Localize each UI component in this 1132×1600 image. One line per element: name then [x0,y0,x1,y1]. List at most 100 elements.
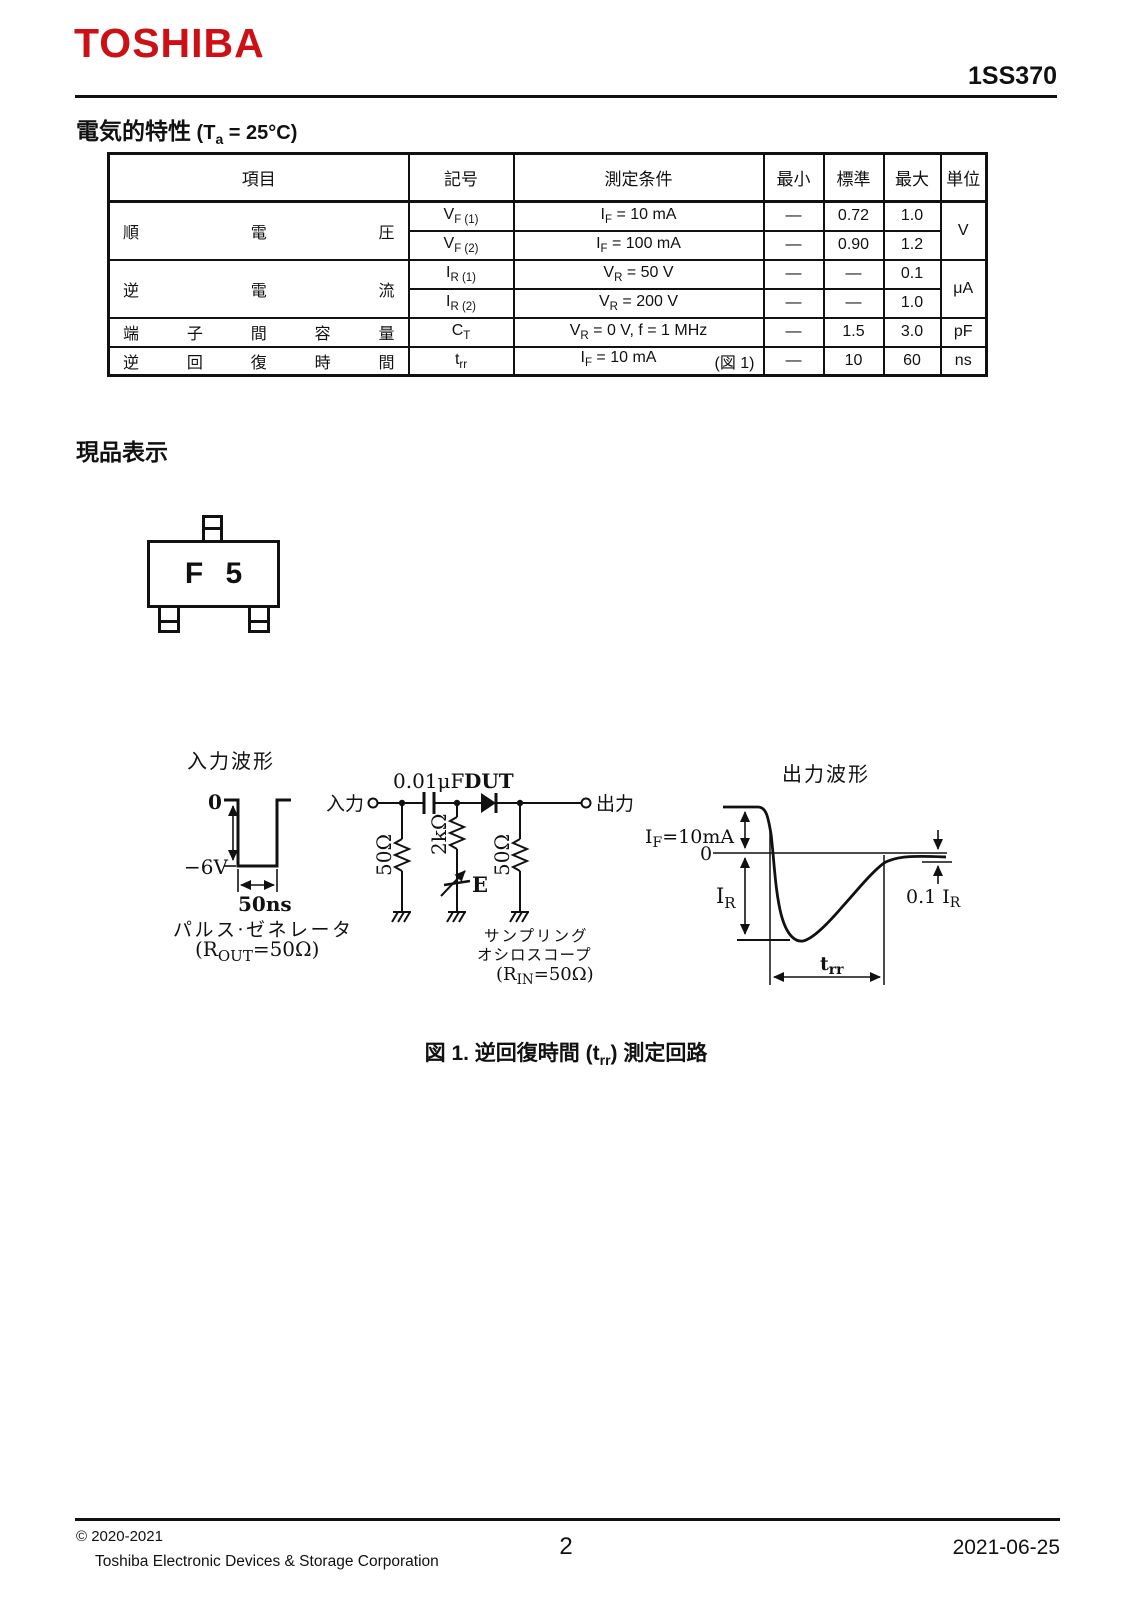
package-bottom-left-lead [158,605,180,633]
p01-label: 0.1 IR [906,886,961,911]
cell-item-forward-voltage: 順電圧 [107,200,410,261]
marking-code: F 5 [184,557,250,590]
col-header-condition: 測定条件 [512,152,765,203]
table-row-vf1: 順電圧 VF (1) IF = 10 mA — 0.72 1.0 V [107,200,988,261]
cell-condition: VR = 50 V [512,258,765,290]
cell-typ: — [822,287,885,319]
package-bottom-right-lead [248,605,270,633]
table-row-vf2: VF (2) IF = 100 mA — 0.90 1.2 [109,229,987,261]
cell-min: — [762,258,825,290]
col-header-min: 最小 [762,152,825,203]
electrical-characteristics-heading: 電気的特性 (Ta = 25°C) [76,112,297,147]
resistor-2 [447,816,467,850]
pulse-generator-label: パルス·ゼネレータ [173,919,354,941]
cell-symbol: VF (1) [407,200,515,232]
cell-symbol: CT [407,316,515,348]
cell-typ: — [822,258,885,290]
heading-condition: (Ta = 25°C) [191,122,298,147]
cell-max: 1.0 [882,287,942,319]
output-terminal [580,797,592,809]
cell-max: 60 [882,345,942,377]
circuit-input-label: 入力 [326,793,364,815]
footer-company: Toshiba Electronic Devices & Storage Cor… [95,1553,439,1570]
heading-main: 電気的特性 [76,118,191,144]
col-header-unit: 単位 [939,152,988,203]
cell-condition: VR = 0 V, f = 1 MHz [512,316,765,348]
footer-copyright: © 2020-2021 [76,1528,163,1545]
footer-rule [75,1518,1060,1521]
circuit-output-label: 出力 [596,793,634,815]
dut-label: DUT [464,769,514,793]
cell-max: 1.0 [882,200,942,232]
resistor-2-label: 2kΩ [427,814,451,855]
input-terminal [367,797,379,809]
cell-typ: 0.72 [822,200,885,232]
col-header-symbol: 記号 [407,152,515,203]
part-number: 1SS370 [968,62,1057,90]
ground-1 [391,911,411,923]
cell-unit: V [939,200,988,261]
pulse-width-label: 50ns [238,892,292,916]
footer-date: 2021-06-25 [952,1536,1060,1559]
cell-min: — [762,287,825,319]
cell-symbol: VF (2) [407,229,515,261]
input-zero-label: 0 [208,790,222,814]
output-waveform-title: 出力波形 [782,762,870,786]
ir-label: IR [716,884,736,912]
table-row-ir2: IR (2) VR = 200 V — — 1.0 [109,287,987,319]
package-body: F 5 [147,540,280,608]
figure1-circuit: 入力波形 0 −6V 50ns パルス·ゼネレータ (ROUT=50Ω) 入力 … [173,749,961,985]
col-header-max: 最大 [882,152,942,203]
cell-min: — [762,229,825,261]
col-header-typ: 標準 [822,152,885,203]
scope-label-line2: オシロスコープ [477,946,592,964]
ground-2 [446,911,466,923]
table-row-ir1: 逆電流 IR (1) VR = 50 V — — 0.1 μA [107,258,988,319]
col-header-item: 項目 [107,152,410,203]
diode-symbol [481,793,496,813]
table-row-ct: 端子間容量 CT VR = 0 V, f = 1 MHz — 1.5 3.0 p… [107,316,988,348]
cell-typ: 0.90 [822,229,885,261]
package-top-lead [202,515,223,543]
electrical-characteristics-table: 項目 記号 測定条件 最小 標準 最大 単位 順電圧 VF (1) IF = 1… [107,152,988,377]
cell-item-capacitance: 端子間容量 [107,316,410,348]
cell-unit: μA [939,258,988,319]
resistor-1-label: 50Ω [372,834,396,876]
cell-symbol: IR (2) [407,287,515,319]
output-current-trace [723,805,947,943]
cell-condition: IF = 10 mA [512,200,765,232]
cell-max: 3.0 [882,316,942,348]
cell-min: — [762,345,825,377]
toshiba-logo: TOSHIBA [74,20,265,66]
cell-symbol: trr [407,345,515,377]
figure1-caption: 図 1. 逆回復時間 (trr) 測定回路 [424,1042,708,1069]
source-variable-arrow [440,870,466,897]
cell-min: — [762,200,825,232]
table-header-row: 項目 記号 測定条件 最小 標準 最大 単位 [107,152,988,203]
scope-impedance: (RIN=50Ω) [496,964,594,985]
input-waveform-title: 入力波形 [187,749,275,773]
cell-max: 0.1 [882,258,942,290]
footer-page-number: 2 [559,1533,573,1560]
cell-symbol: IR (1) [407,258,515,290]
input-pulse-trace [224,798,291,868]
cell-condition: VR = 200 V [512,287,765,319]
resistor-3 [510,838,530,872]
marking-heading: 現品表示 [76,439,168,465]
header-rule [75,95,1057,98]
pulse-generator-impedance: (ROUT=50Ω) [195,937,319,965]
cell-item-reverse-current: 逆電流 [107,258,410,319]
capacitor-value-label: 0.01μF [393,769,465,793]
ground-3 [509,911,529,923]
cell-condition: IF = 100 mA [512,229,765,261]
cell-max: 1.2 [882,229,942,261]
table-row-trr: 逆回復時間 trr (図 1)IF = 10 mA — 10 60 ns [107,345,988,377]
cell-unit: pF [939,316,988,348]
scope-label-line1: サンプリング [484,927,589,945]
cell-min: — [762,316,825,348]
if-label: IF=10mA [645,826,734,851]
cell-item-recovery-time: 逆回復時間 [107,345,410,377]
input-low-label: −6V [184,855,228,879]
cell-typ: 10 [822,345,885,377]
